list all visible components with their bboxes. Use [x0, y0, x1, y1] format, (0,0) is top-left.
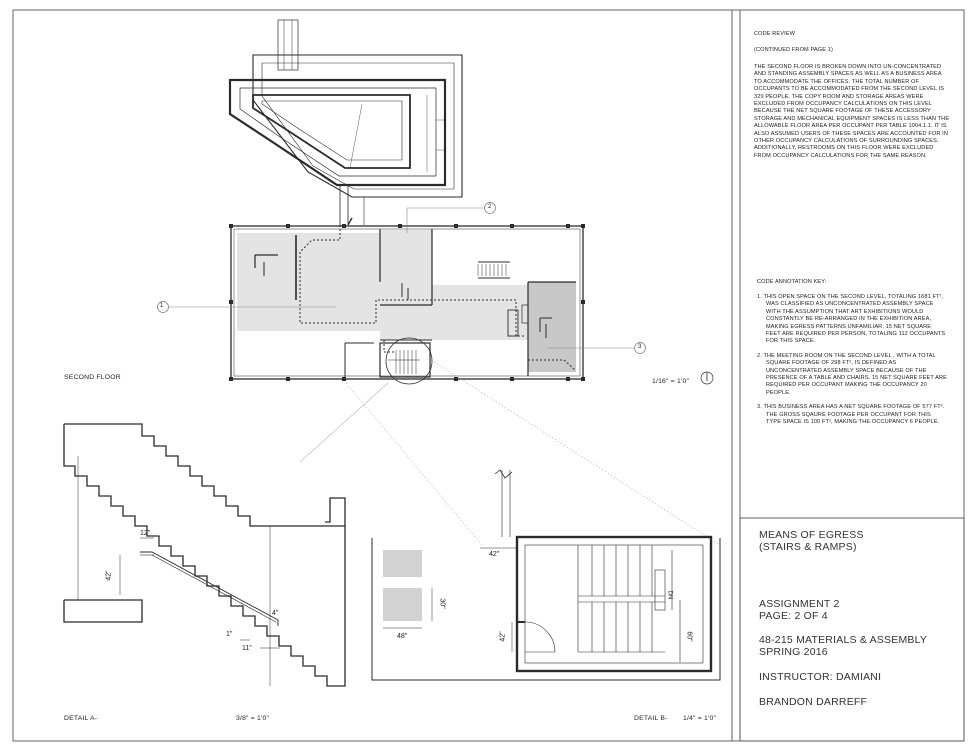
table-1 [383, 550, 422, 577]
meeting-room-shade [380, 230, 432, 286]
title-page: PAGE: 2 OF 4 [759, 610, 828, 622]
plan-label: SECOND FLOOR [64, 374, 121, 381]
annotation-key-list: 1. THIS OPEN SPACE ON THE SECOND LEVEL, … [757, 294, 947, 434]
detail-a-label: DETAIL A- [64, 715, 98, 722]
annotation-item-1: 1. THIS OPEN SPACE ON THE SECOND LEVEL, … [757, 294, 946, 345]
detail-b-dim-door: 42" [499, 631, 507, 642]
annotation-item-2: 2. THE MEETING ROOM ON THE SECOND LEVEL … [757, 352, 947, 396]
upper-ramp [228, 19, 463, 225]
annotation-item-3: 3. THIS BUSINESS AREA HAS A NET SQUARE F… [757, 404, 945, 426]
detail-a-dim-4: 4" [272, 610, 279, 617]
table-2 [383, 588, 422, 621]
title-project-sub: (STAIRS & RAMPS) [759, 541, 857, 553]
callout-2-label: 2 [488, 204, 492, 210]
detail-b-dim-width: 48" [397, 633, 408, 640]
detail-a-dim-12: 12" [140, 530, 151, 537]
callout-2-circle [484, 202, 496, 214]
exhibition-space-shade [237, 233, 380, 331]
door-swing [524, 621, 556, 653]
detail-b-dn: DN [666, 590, 673, 600]
title-course: 48-215 MATERIALS & ASSEMBLY [759, 634, 928, 646]
title-project: MEANS OF EGRESS [759, 529, 864, 541]
detail-b-label: DETAIL B- [634, 715, 668, 722]
title-instructor: INSTRUCTOR: DAMIANI [759, 671, 882, 683]
detail-b-scale: 1/4" = 1'0" [683, 715, 717, 722]
detail-a-dim-11: 11" [242, 645, 252, 652]
callout-3-label: 3 [638, 344, 642, 350]
detail-b-dim-clearance: 42" [489, 551, 500, 558]
detail-b-plan [371, 469, 721, 681]
detail-leaders [299, 359, 721, 546]
code-review-continued: (CONTINUED FROM PAGE 1) [754, 47, 833, 53]
code-review-title: CODE REVIEW [754, 31, 796, 37]
egress-path [299, 225, 576, 371]
sheet-frame [12, 9, 965, 742]
callout-1-circle [157, 301, 169, 313]
detail-a-dim-42: 42" [105, 570, 113, 581]
detail-b-dim-landing: 60" [685, 631, 693, 642]
title-term: SPRING 2016 [759, 646, 828, 658]
title-author: BRANDON DARREFF [759, 696, 868, 708]
second-floor-plan [157, 202, 714, 385]
stair-enlarge-circle [385, 337, 433, 385]
detail-b-dim-height: 30" [438, 598, 446, 609]
detail-a-dim-1: 1" [226, 631, 233, 638]
annotation-key-title: CODE ANNOTATION KEY: [757, 279, 827, 285]
detail-a-section [63, 423, 346, 687]
handrail [140, 551, 279, 626]
detail-a-scale: 3/8" = 1'0" [236, 715, 270, 722]
code-review-body: THE SECOND FLOOR IS BROKEN DOWN INTO UN-… [754, 64, 950, 159]
business-area-shade [528, 282, 576, 372]
callout-1-label: 1 [160, 303, 164, 309]
title-assignment: ASSIGNMENT 2 [759, 598, 840, 610]
callout-3-circle [634, 342, 646, 354]
plan-scale: 1/16" = 1'0" [652, 378, 690, 385]
open-space-shade [380, 285, 528, 340]
